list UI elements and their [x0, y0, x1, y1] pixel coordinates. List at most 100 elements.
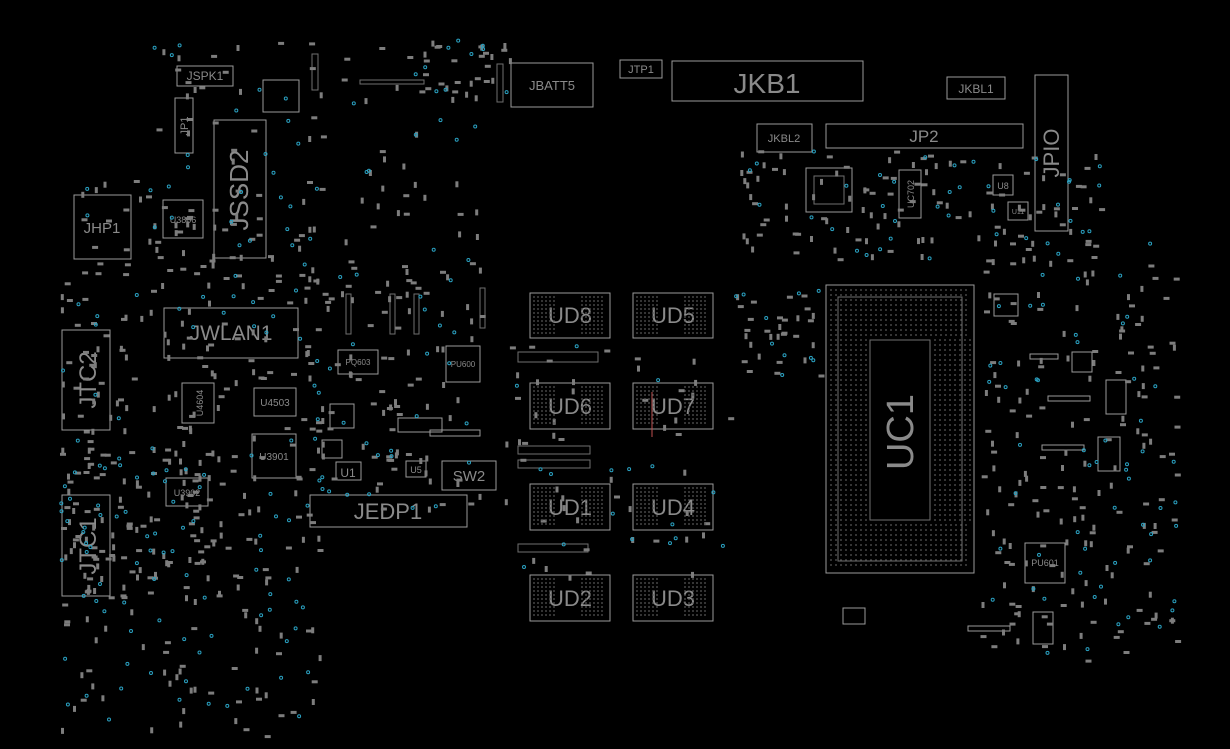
ball: [636, 578, 638, 580]
ball: [601, 296, 603, 298]
via: [561, 542, 566, 547]
ball: [939, 349, 941, 351]
ball: [954, 474, 956, 476]
ball: [840, 554, 842, 556]
ball: [960, 324, 962, 326]
ball: [855, 339, 857, 341]
ball: [870, 299, 872, 301]
ball: [845, 454, 847, 456]
ball: [959, 489, 961, 491]
ball: [949, 384, 951, 386]
pad: [1113, 465, 1117, 472]
ball: [700, 402, 702, 404]
ball: [553, 406, 555, 408]
pad: [1120, 423, 1126, 427]
ball: [964, 404, 966, 406]
ball: [541, 507, 543, 509]
pad: [117, 505, 124, 509]
ball: [870, 314, 872, 316]
ball: [895, 334, 897, 336]
via: [268, 592, 273, 597]
ball: [969, 344, 971, 346]
ball: [688, 507, 690, 509]
ball: [905, 294, 907, 296]
ball: [855, 344, 857, 346]
via: [811, 358, 816, 363]
ball: [835, 364, 837, 366]
ball: [553, 296, 555, 298]
pad: [219, 482, 226, 486]
ball: [553, 582, 555, 584]
pad: [177, 55, 181, 62]
ball: [865, 449, 867, 451]
via: [446, 45, 451, 50]
ball: [940, 534, 942, 536]
pad: [188, 557, 192, 563]
pad: [505, 441, 509, 448]
ball: [696, 304, 698, 306]
via: [1037, 552, 1041, 557]
ball: [860, 299, 862, 301]
ball: [835, 444, 837, 446]
via: [84, 693, 89, 698]
pad: [774, 371, 781, 375]
ball: [950, 554, 952, 556]
ball: [636, 320, 638, 322]
ball: [880, 549, 882, 551]
ball: [840, 289, 842, 291]
pad: [1110, 572, 1114, 579]
ball: [830, 364, 832, 366]
ball: [648, 324, 650, 326]
ball: [959, 454, 961, 456]
ball: [940, 309, 942, 311]
ball: [537, 523, 539, 525]
pad: [685, 510, 689, 516]
ball: [704, 590, 706, 592]
pad: [1083, 271, 1087, 278]
via: [202, 595, 207, 600]
ball: [969, 439, 971, 441]
ball: [860, 564, 862, 566]
pad: [149, 516, 153, 523]
pad: [212, 121, 219, 125]
via: [1034, 157, 1039, 162]
via: [952, 163, 957, 168]
ball: [545, 515, 547, 517]
ball: [541, 402, 543, 404]
ball: [915, 324, 917, 326]
pad: [1091, 256, 1098, 259]
ball: [601, 606, 603, 608]
pad: [439, 503, 446, 507]
ball: [860, 294, 862, 296]
ball: [875, 529, 877, 531]
pad: [1042, 204, 1046, 211]
pad: [293, 328, 299, 332]
ball: [955, 304, 957, 306]
ball: [860, 434, 862, 436]
pad: [69, 548, 73, 555]
ball: [537, 410, 539, 412]
ball: [845, 434, 847, 436]
via: [239, 190, 244, 194]
pad: [861, 207, 865, 213]
pad: [223, 387, 230, 391]
ball: [949, 499, 951, 501]
jtc1-outline: [61, 494, 111, 597]
ball: [684, 312, 686, 314]
ball: [652, 578, 654, 580]
ball: [969, 404, 971, 406]
ball: [845, 339, 847, 341]
ball: [900, 334, 902, 336]
via: [285, 227, 290, 232]
ball: [865, 389, 867, 391]
ball: [965, 314, 967, 316]
ball: [549, 398, 551, 400]
ball: [835, 519, 837, 521]
pad: [1085, 243, 1092, 247]
ball: [945, 334, 947, 336]
pad: [571, 388, 575, 395]
pad: [104, 453, 111, 457]
pad: [786, 295, 793, 299]
ball: [910, 329, 912, 331]
pad: [86, 669, 93, 673]
